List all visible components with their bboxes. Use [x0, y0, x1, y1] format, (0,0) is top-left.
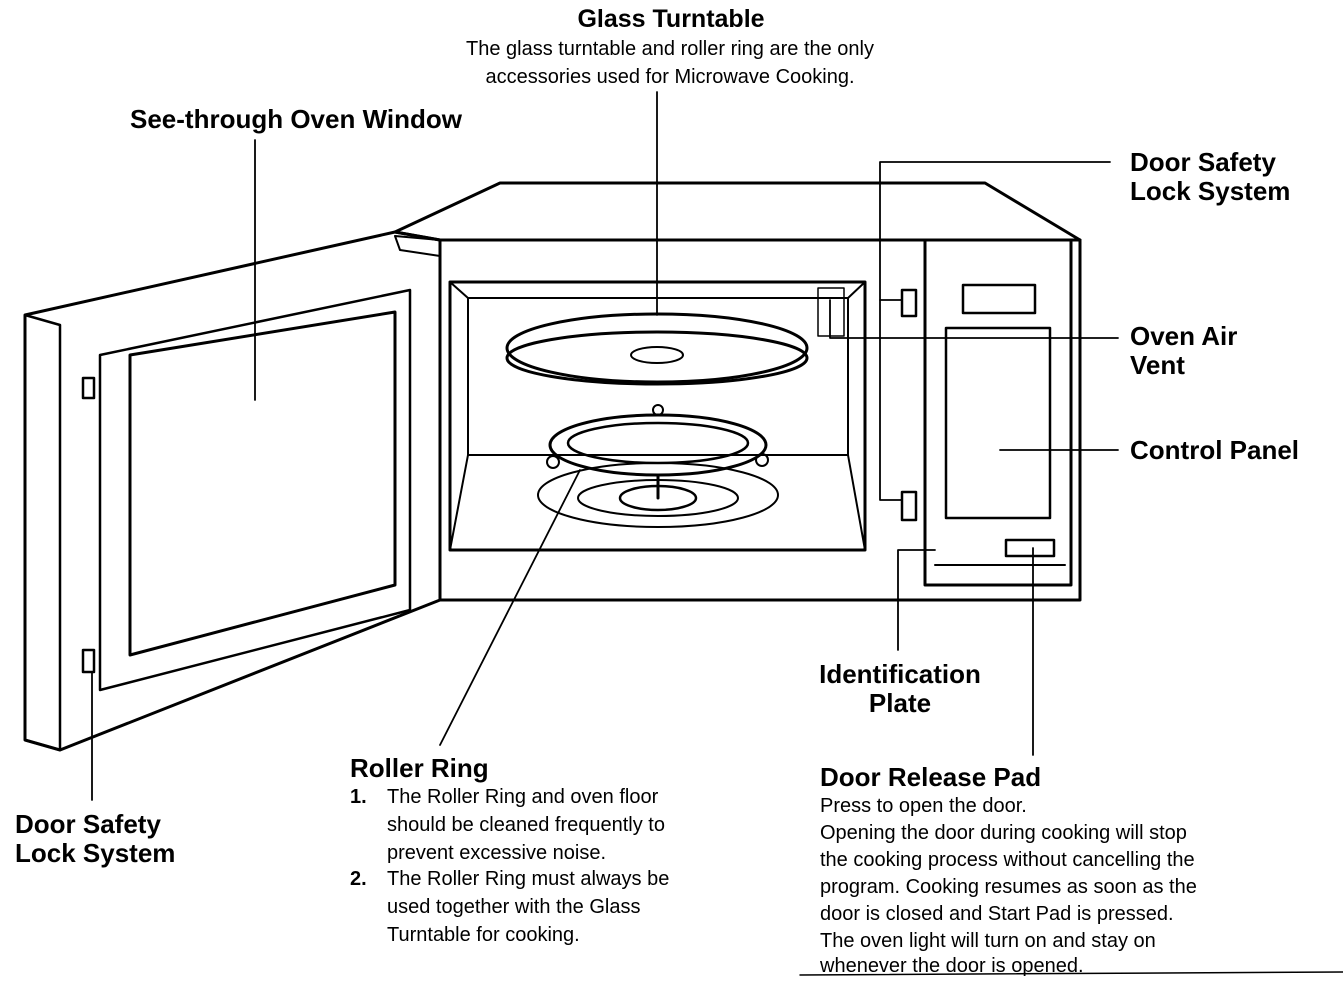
roller-ring-item-1-line-3: prevent excessive noise.	[387, 842, 607, 864]
leader-identification-plate	[897, 549, 936, 651]
glass-turntable-desc-line-1: The glass turntable and roller ring are …	[465, 38, 874, 60]
roller-ring-assembly	[537, 404, 779, 528]
glass-turntable-title: Glass Turntable	[577, 5, 765, 33]
identification-plate-line-1: Identification	[819, 659, 981, 689]
cavity-floor-right	[847, 454, 866, 551]
turntable-hub	[630, 346, 684, 364]
cavity-back-right	[847, 281, 866, 299]
roller-wheel-left	[546, 455, 560, 469]
control-column	[923, 238, 1073, 587]
roller-ring-item-2-line-3: Turntable for cooking.	[387, 924, 580, 946]
door-release-pad-line-4: program. Cooking resumes as soon as the	[820, 876, 1197, 898]
door-safety-lock-left-line-1: Door Safety	[15, 809, 161, 839]
control-panel-keypad	[944, 326, 1052, 520]
cabinet-top	[393, 181, 1082, 242]
door-safety-lock-left-line-2: Lock System	[15, 838, 176, 868]
oven-air-vent-line-1: Oven Air	[1130, 321, 1238, 351]
microwave-cabinet	[393, 181, 1082, 602]
door-lock-slot-top	[900, 288, 918, 318]
leader-oven-air-vent	[829, 299, 1119, 339]
door-safety-lock-right-line-1: Door Safety	[1130, 147, 1276, 177]
cavity-back-left	[449, 281, 469, 299]
roller-wheel-right	[755, 453, 769, 467]
leader-door-lock-right	[879, 161, 1111, 501]
roller-wheel-back	[652, 404, 664, 416]
glass-turntable-desc-line-2: accessories used for Microwave Cooking.	[485, 66, 855, 88]
door-release-pad-line-1: Press to open the door.	[820, 795, 1027, 817]
display-window	[961, 283, 1037, 315]
door-hook-top	[81, 376, 96, 400]
glass-turntable	[505, 312, 809, 386]
door-release-pad-button	[1004, 538, 1056, 558]
roller-ring-item-1-line-2: should be cleaned frequently to	[387, 814, 665, 836]
turntable-rim-bottom	[505, 330, 809, 386]
door-hinge	[394, 235, 441, 257]
door-release-pad-line-7: whenever the door is opened.	[820, 955, 1084, 977]
door-edge	[23, 313, 62, 752]
door-release-pad-title: Door Release Pad	[820, 762, 1042, 792]
cavity-back-wall	[467, 297, 849, 456]
page-edge-line	[799, 971, 1343, 976]
roller-ring-inner	[566, 421, 750, 465]
control-panel-label: Control Panel	[1130, 435, 1300, 465]
see-through-window-label: See-through Oven Window	[130, 104, 462, 134]
oven-air-vent-line-2: Vent	[1130, 350, 1185, 380]
oven-door	[23, 230, 442, 752]
door-release-pad-line-2: Opening the door during cooking will sto…	[820, 822, 1187, 844]
roller-ring-item-2-line-1: The Roller Ring must always be	[387, 868, 670, 890]
cabinet-front-frame	[438, 238, 1082, 602]
roller-ring-title: Roller Ring	[350, 753, 489, 783]
leader-roller-ring	[439, 469, 581, 746]
door-release-pad-line-3: the cooking process without cancelling t…	[820, 849, 1195, 871]
door-lock-slot-bottom	[900, 490, 918, 522]
roller-ring-item-1-number: 1.	[350, 786, 367, 808]
roller-ring-item-1-line-1: The Roller Ring and oven floor	[387, 786, 659, 808]
door-safety-lock-right-line-2: Lock System	[1130, 176, 1291, 206]
door-inner-frame	[98, 288, 412, 692]
cavity-floor-left	[449, 454, 469, 551]
door-hook-bottom	[81, 648, 96, 674]
control-panel-housing	[923, 238, 1073, 587]
door-release-pad-line-5: door is closed and Start Pad is pressed.	[820, 903, 1174, 925]
see-through-window	[128, 310, 397, 657]
leader-lines	[91, 91, 1119, 801]
roller-ring-item-2-number: 2.	[350, 868, 367, 890]
door-release-pad-line-6: The oven light will turn on and stay on	[820, 930, 1156, 952]
oven-air-vent	[817, 287, 845, 337]
roller-ring-item-2-line-2: used together with the Glass	[387, 896, 641, 918]
identification-plate-line-2: Plate	[868, 688, 932, 718]
